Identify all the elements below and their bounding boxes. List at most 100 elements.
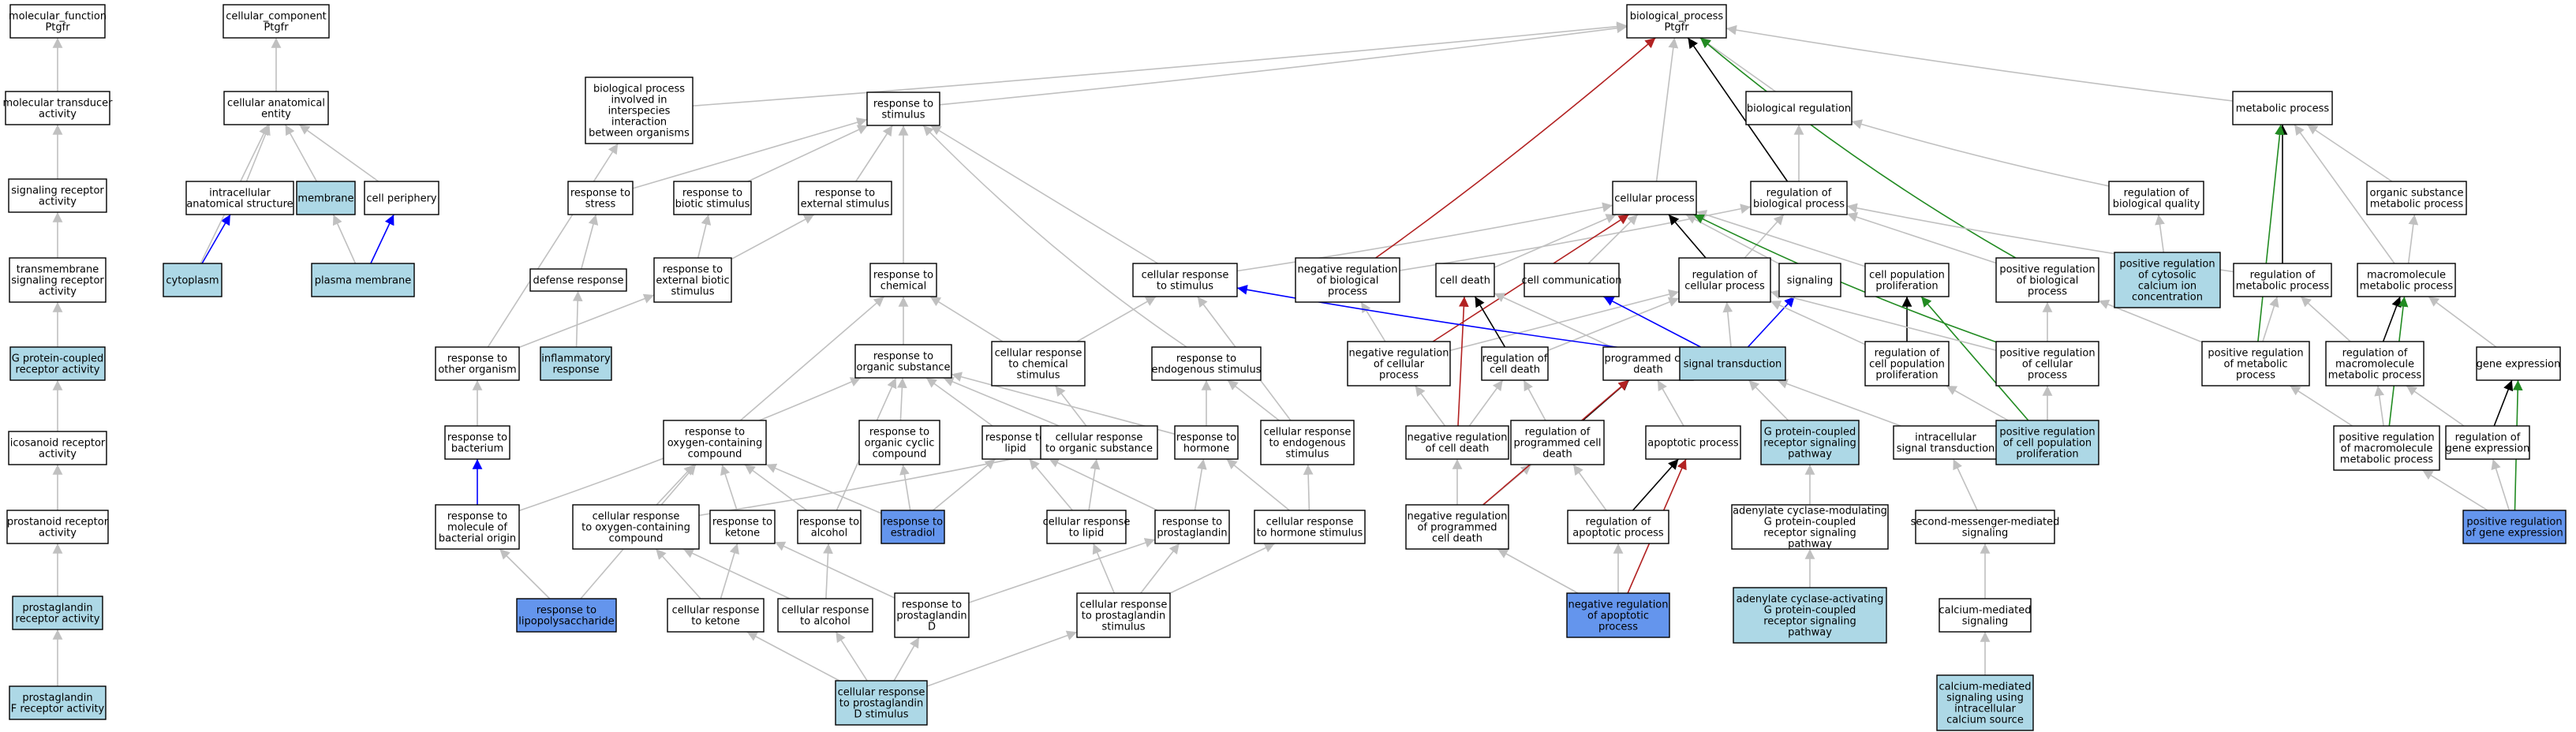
go-term-node-biorge[interactable]: biological regulation xyxy=(1745,91,1853,125)
is-a-edge xyxy=(698,450,1041,517)
go-term-node-geneexp[interactable]: gene expression xyxy=(2476,346,2561,381)
go-term-node-membrane[interactable]: membrane xyxy=(296,181,356,215)
node-label-line: D xyxy=(928,622,936,633)
go-term-node-plasmamem[interactable]: plasma membrane xyxy=(311,263,415,297)
node-label-line: response to xyxy=(447,511,507,523)
node-label-line: cellular response xyxy=(1056,432,1143,444)
node-label-line: of macromolecule xyxy=(2341,443,2433,455)
go-term-node-signaling[interactable]: signaling xyxy=(1778,263,1841,297)
go-term-node-sigtrans[interactable]: signal transduction xyxy=(1679,346,1786,381)
go-term-node-cytoplasm[interactable]: cytoplasm xyxy=(163,263,222,297)
node-box xyxy=(858,420,940,465)
go-term-node-cellproc[interactable]: cellular process xyxy=(1612,181,1697,215)
go-term-node-defense[interactable]: defense response xyxy=(529,268,627,292)
go-term-node-apop[interactable]: apoptotic process xyxy=(1645,425,1741,460)
go-term-node-metab[interactable]: metabolic process xyxy=(2232,91,2333,125)
go-term-node-cellper[interactable]: cell periphery xyxy=(364,181,439,215)
is-a-edge xyxy=(1303,464,1314,511)
go-term-node-celldeath[interactable]: cell death xyxy=(1435,263,1495,297)
go-term-node-cellcomm[interactable]: cell communication xyxy=(1521,263,1622,297)
